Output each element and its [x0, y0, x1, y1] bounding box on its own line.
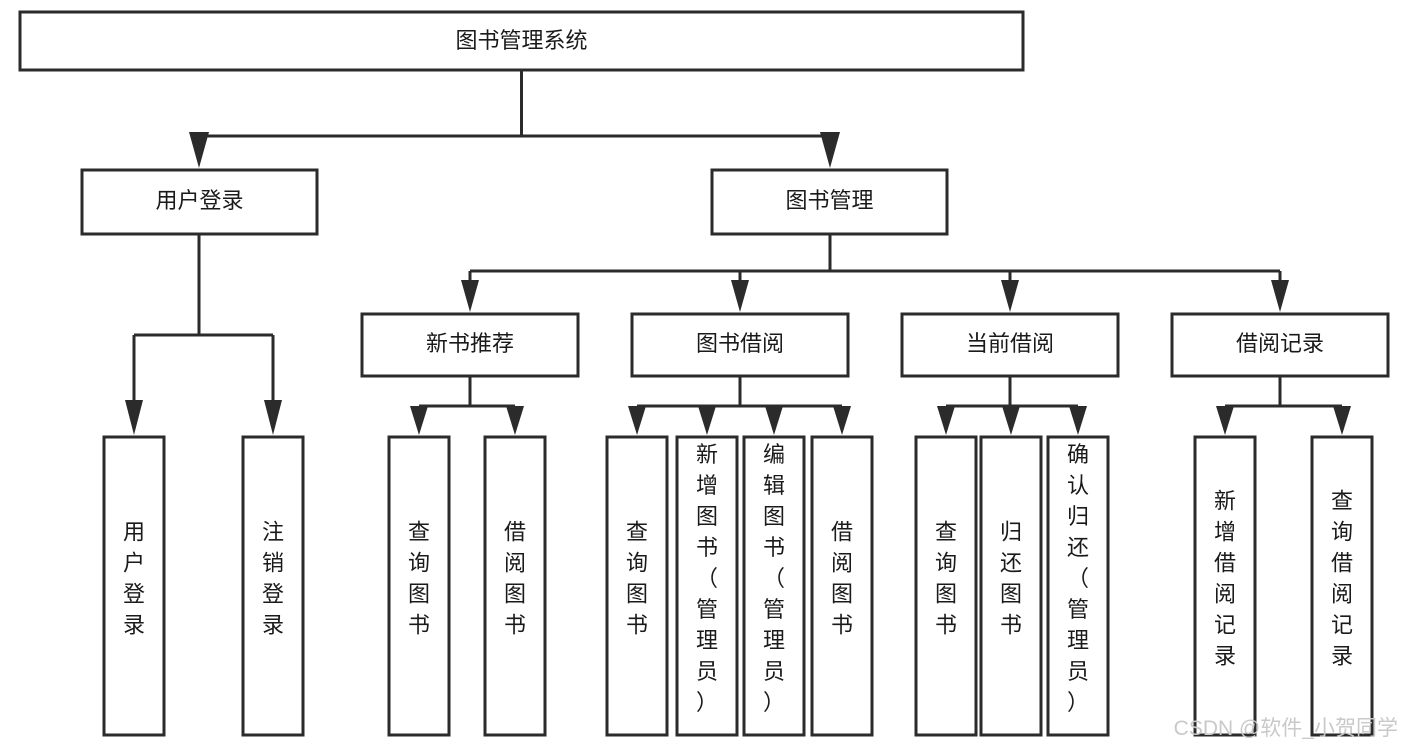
arrow-to-book-manage: [820, 132, 840, 168]
node-user-login-label: 用户登录: [155, 188, 243, 213]
leaf-node-confirm-return[interactable]: 确认归还（管理员）: [1046, 435, 1110, 737]
leaf-node-user-login[interactable]: 用户登录: [102, 435, 166, 737]
leaf-node-borrow-book-b[interactable]: 借阅图书: [810, 435, 874, 737]
node-user-login-box[interactable]: [80, 168, 319, 236]
arrow-to-user-login: [189, 132, 209, 168]
arrow-to-borrow-record: [1271, 280, 1289, 312]
arrow-to-leaf-query-book-b: [628, 406, 646, 435]
node-book-manage-box[interactable]: [710, 168, 949, 236]
node-user-login[interactable]: 用户登录: [80, 168, 319, 236]
leaf-user-login-box[interactable]: [102, 435, 166, 737]
leaf-query-record-box[interactable]: [1310, 435, 1374, 737]
node-borrow-record-box[interactable]: [1170, 312, 1390, 378]
node-book-manage[interactable]: 图书管理: [710, 168, 949, 236]
leaf-borrow-book-b-box[interactable]: [810, 435, 874, 737]
node-borrow-record[interactable]: 借阅记录: [1170, 312, 1390, 378]
node-new-book-recommend-label: 新书推荐: [426, 331, 514, 356]
leaf-borrow-book-a-box[interactable]: [483, 435, 547, 737]
leaf-user-login-label: 用户登录: [123, 520, 145, 638]
leaf-node-query-book-b[interactable]: 查询图书: [605, 435, 669, 737]
node-root-box[interactable]: [18, 10, 1025, 72]
leaf-add-book-box[interactable]: [675, 435, 739, 737]
arrow-to-leaf-return-book: [1002, 406, 1020, 435]
node-root[interactable]: 图书管理系统: [18, 10, 1025, 72]
leaf-node-add-book[interactable]: 新增图书（管理员）: [675, 435, 739, 737]
leaf-return-book-label: 归还图书: [1000, 520, 1022, 638]
node-book-borrow[interactable]: 图书借阅: [630, 312, 850, 378]
leaf-return-book-box[interactable]: [979, 435, 1043, 737]
leaf-node-edit-book[interactable]: 编辑图书（管理员）: [742, 435, 806, 737]
leaf-node-logout[interactable]: 注销登录: [241, 435, 305, 737]
leaf-logout-box[interactable]: [241, 435, 305, 737]
leaf-edit-book-label: 编辑图书（管理员）: [763, 442, 785, 715]
arrow-to-current-borrow: [1001, 280, 1019, 312]
leaf-query-book-c-box[interactable]: [914, 435, 978, 737]
node-root-label: 图书管理系统: [455, 28, 587, 53]
leaf-node-add-record[interactable]: 新增借阅记录: [1193, 435, 1257, 737]
leaf-node-return-book[interactable]: 归还图书: [979, 435, 1043, 737]
leaf-query-book-a-label: 查询图书: [408, 520, 430, 638]
csdn-watermark: CSDN @软件_小贺同学: [1174, 717, 1398, 740]
node-current-borrow-box[interactable]: [900, 312, 1120, 378]
leaf-query-book-b-label: 查询图书: [626, 520, 648, 638]
leaf-query-book-a-box[interactable]: [387, 435, 451, 737]
arrow-to-leaf-query-book-c: [937, 406, 955, 435]
arrow-to-leaf-query-book-a: [410, 406, 428, 435]
node-book-borrow-box[interactable]: [630, 312, 850, 378]
leaf-edit-book-box[interactable]: [742, 435, 806, 737]
leaf-logout-label: 注销登录: [262, 520, 284, 638]
node-current-borrow-label: 当前借阅: [966, 331, 1054, 356]
arrow-to-leaf-confirm-return: [1069, 406, 1087, 435]
leaf-node-query-book-a[interactable]: 查询图书: [387, 435, 451, 737]
node-new-book-recommend-box[interactable]: [360, 312, 580, 378]
arrow-to-leaf-user-login: [125, 400, 143, 435]
leaf-node-borrow-book-a[interactable]: 借阅图书: [483, 435, 547, 737]
node-book-borrow-label: 图书借阅: [696, 331, 784, 356]
node-borrow-record-label: 借阅记录: [1236, 331, 1324, 356]
node-new-book-recommend[interactable]: 新书推荐: [360, 312, 580, 378]
node-current-borrow[interactable]: 当前借阅: [900, 312, 1120, 378]
arrow-to-leaf-borrow-book-b: [833, 406, 851, 435]
leaf-node-query-book-c[interactable]: 查询图书: [914, 435, 978, 737]
node-book-manage-label: 图书管理: [785, 188, 873, 213]
arrow-to-leaf-edit-book: [765, 406, 783, 435]
arrow-to-leaf-query-record: [1333, 406, 1351, 435]
leaf-add-record-box[interactable]: [1193, 435, 1257, 737]
leaf-query-record-label: 查询借阅记录: [1331, 489, 1353, 669]
arrow-to-leaf-borrow-book-a: [506, 406, 524, 435]
leaf-borrow-book-a-label: 借阅图书: [504, 520, 526, 638]
leaf-query-book-b-box[interactable]: [605, 435, 669, 737]
leaf-query-book-c-label: 查询图书: [935, 520, 957, 638]
leaf-confirm-return-label: 确认归还（管理员）: [1067, 442, 1089, 715]
leaf-node-query-record[interactable]: 查询借阅记录: [1310, 435, 1374, 737]
arrow-to-leaf-logout: [264, 400, 282, 435]
leaf-add-book-label: 新增图书（管理员）: [696, 442, 718, 715]
leaf-confirm-return-box[interactable]: [1046, 435, 1110, 737]
leaf-add-record-label: 新增借阅记录: [1214, 489, 1236, 669]
connector-layer: [125, 70, 1351, 435]
arrow-to-leaf-add-book: [698, 406, 716, 435]
arrow-to-leaf-add-record: [1216, 406, 1234, 435]
arrow-to-new-book-recommend: [461, 280, 479, 312]
arrow-to-book-borrow: [731, 280, 749, 312]
leaf-borrow-book-b-label: 借阅图书: [831, 520, 853, 638]
